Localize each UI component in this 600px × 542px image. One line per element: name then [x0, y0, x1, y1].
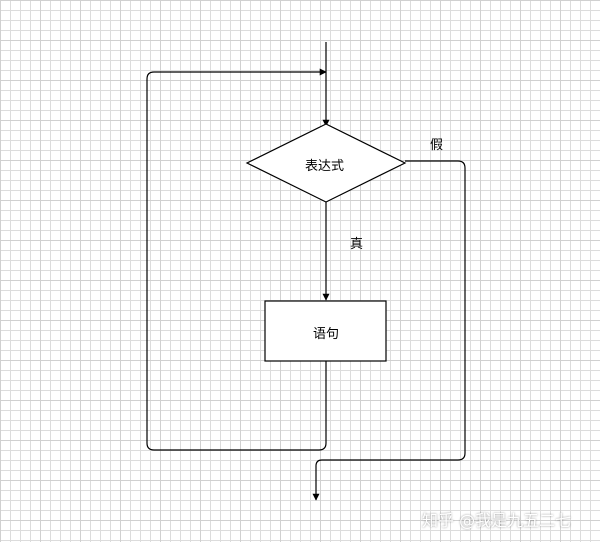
false-branch-arrow [312, 160, 466, 501]
watermark: 知乎 @我是九五二七 [422, 511, 572, 530]
loop-back-arrow [146, 68, 327, 451]
true-label: 真 [350, 237, 364, 252]
false-label: 假 [430, 138, 444, 153]
statement-box [264, 300, 387, 362]
statement-label: 语句 [313, 327, 340, 342]
condition-label: 表达式 [305, 159, 345, 174]
